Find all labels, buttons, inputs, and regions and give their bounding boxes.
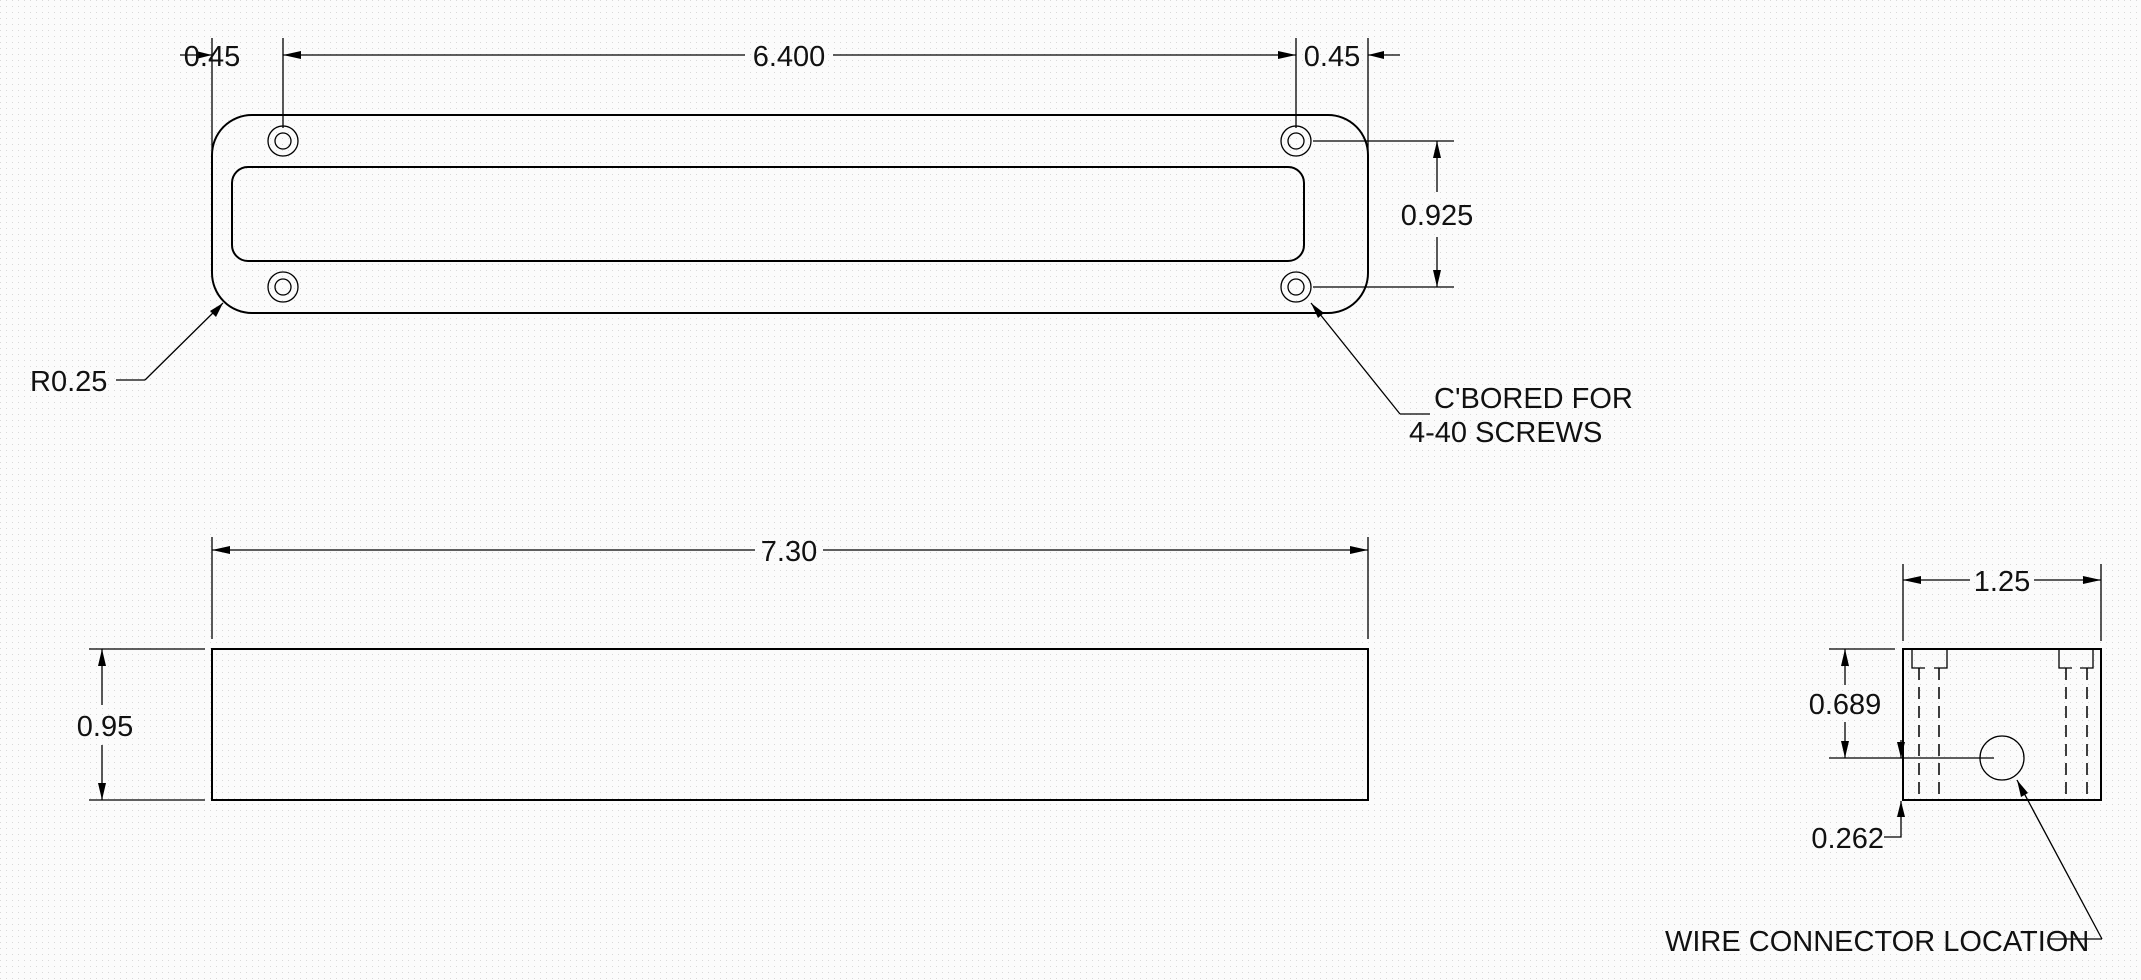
dim-bottom-offset-label: 0.262 (1811, 823, 1884, 855)
dimension-hole-spacing: 6.400 0.45 0.45 (180, 38, 1400, 150)
counterbore-hole (267, 125, 1312, 303)
dimension-length: 7.30 (211, 536, 1369, 639)
wire-connector-callout: WIRE CONNECTOR LOCATION (1665, 779, 2103, 958)
dim-connector-height-label: 0.689 (1809, 689, 1882, 721)
front-view: 7.30 0.95 (77, 536, 1369, 801)
side-view: 1.25 0.689 0.262 WIRE CONNECTOR LOCATION (1665, 564, 2103, 958)
front-outline (211, 648, 1369, 801)
dimension-hole-vertical: 0.925 (1313, 140, 1474, 288)
plate-outline (211, 114, 1369, 314)
dim-left-margin-label: 0.45 (184, 41, 240, 73)
dim-width-label: 1.25 (1974, 566, 2030, 598)
counterbore-callout: C'BORED FOR 4-40 SCREWS (1310, 302, 1633, 449)
dimension-connector-height: 0.689 (1809, 648, 1994, 759)
dim-height-label: 0.95 (77, 711, 133, 743)
wire-connector-label: WIRE CONNECTOR LOCATION (1665, 926, 2089, 958)
corner-radius-label: R0.25 (30, 366, 107, 398)
dim-hole-spacing-label: 6.400 (753, 41, 826, 73)
hidden-counterbores (1911, 649, 2094, 800)
top-view: 6.400 0.45 0.45 0.925 R0.25 C'BORED FOR (30, 38, 1633, 449)
dim-hole-vertical-label: 0.925 (1401, 200, 1474, 232)
side-outline (1902, 648, 2102, 801)
dim-length-label: 7.30 (761, 536, 817, 568)
corner-radius-callout: R0.25 (30, 302, 224, 398)
dimension-width: 1.25 (1902, 564, 2102, 641)
dimension-height: 0.95 (77, 648, 205, 801)
center-slot (231, 166, 1305, 262)
dimension-bottom-offset: 0.262 (1811, 740, 1905, 855)
counterbore-callout-line2: 4-40 SCREWS (1409, 417, 1602, 449)
dim-right-margin-label: 0.45 (1304, 41, 1360, 73)
counterbore-callout-line1: C'BORED FOR (1434, 383, 1633, 415)
